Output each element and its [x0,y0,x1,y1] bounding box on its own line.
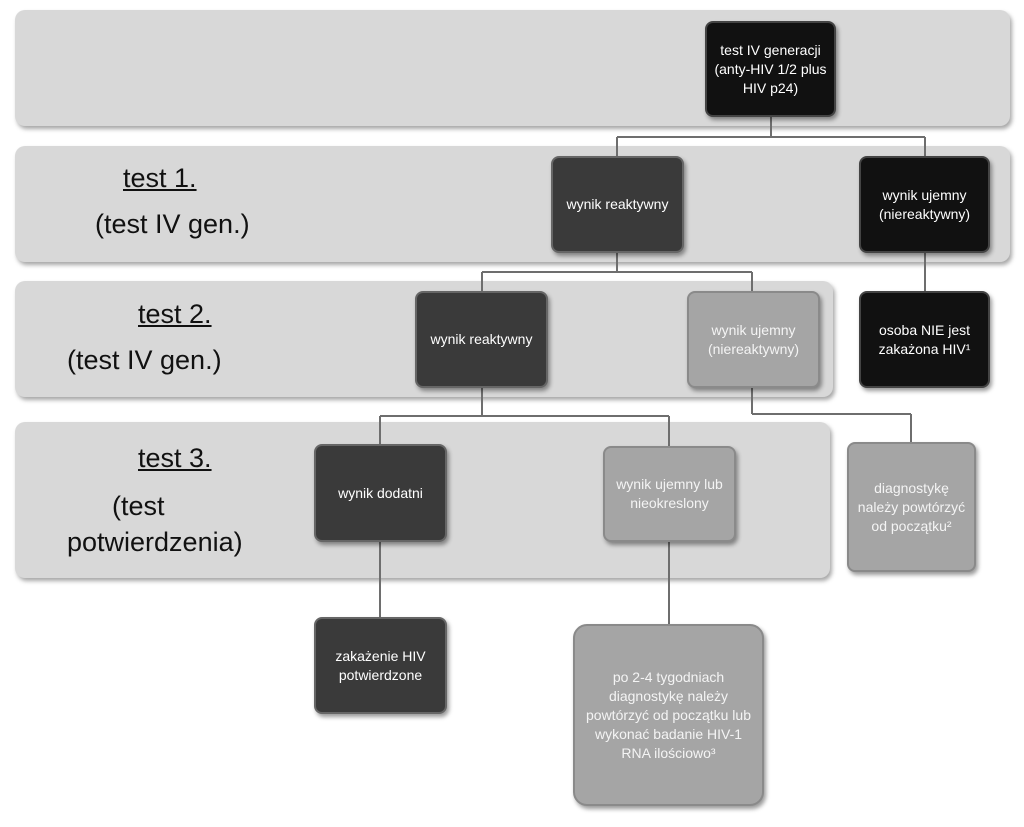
row-subtitle: (test IV gen.) [67,345,222,375]
row-label-test1: test 1. (test IV gen.) [95,160,295,242]
node-test1-reactive: wynik reaktywny [551,156,684,253]
node-test3-negative: wynik ujemny lub nieokreslony [603,446,736,542]
row-label-test3: test 3. (test potwierdzenia) [67,440,287,560]
node-test2-negative: wynik ujemny (niereaktywny) [687,291,820,388]
row-subtitle-line1: (test [112,491,165,521]
band-test1 [15,146,1010,262]
row-title: test 1. [123,163,197,193]
node-hiv-confirmed: zakażenie HIV potwierdzone [314,617,447,714]
node-retest: po 2-4 tygodniach diagnostykę należy pow… [573,624,764,806]
node-repeat-diagnostics: diagnostykę należy powtórzyć od początku… [847,442,976,572]
node-not-infected: osoba NIE jest zakażona HIV¹ [859,291,990,388]
node-test1-negative: wynik ujemny (niereaktywny) [859,156,990,253]
node-start-test: test IV generacji (anty-HIV 1/2 plus HIV… [705,21,836,117]
row-subtitle-line2: potwierdzenia) [67,527,243,557]
row-title: test 2. [138,299,212,329]
row-label-test2: test 2. (test IV gen.) [67,296,287,378]
row-subtitle: (test IV gen.) [95,209,250,239]
band-start [15,10,1010,126]
row-title: test 3. [138,443,212,473]
node-test3-positive: wynik dodatni [314,444,447,542]
node-test2-reactive: wynik reaktywny [415,291,548,388]
